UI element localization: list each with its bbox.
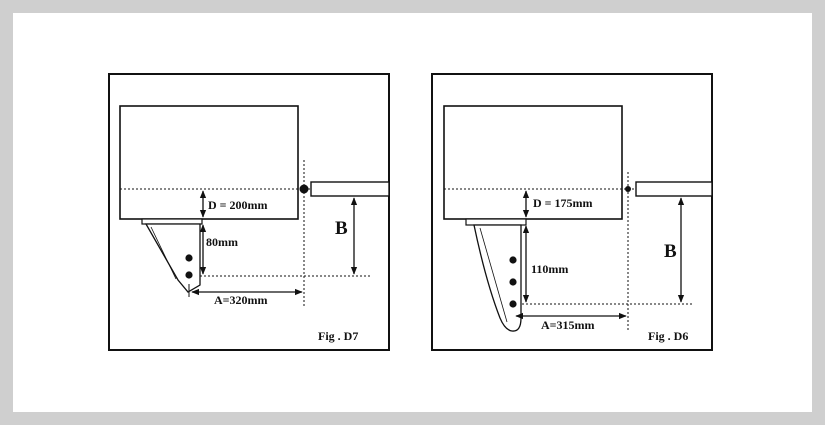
figure-frame bbox=[108, 73, 390, 351]
height-label: 110mm bbox=[531, 262, 568, 276]
a-label: A=315mm bbox=[541, 318, 595, 332]
hull-block bbox=[119, 105, 299, 220]
b-label: B bbox=[335, 218, 348, 239]
hull-block bbox=[443, 105, 623, 220]
pivot-dot bbox=[299, 184, 309, 194]
mount-hole bbox=[185, 271, 193, 279]
support-bar bbox=[310, 181, 390, 197]
bracket bbox=[465, 218, 527, 332]
figure-d6: D = 175mm 110mm A=315mm B Fig . D6 bbox=[431, 73, 713, 351]
figure-caption: Fig . D7 bbox=[318, 329, 358, 343]
support-bar bbox=[635, 181, 713, 197]
mount-hole bbox=[509, 278, 517, 286]
figure-caption: Fig . D6 bbox=[648, 329, 688, 343]
figure-frame bbox=[431, 73, 713, 351]
mount-hole bbox=[185, 254, 193, 262]
d-label: D = 200mm bbox=[208, 198, 268, 212]
d-label: D = 175mm bbox=[533, 196, 593, 210]
a-label: A=320mm bbox=[214, 293, 268, 307]
b-label: B bbox=[664, 241, 677, 262]
pivot-dot bbox=[625, 186, 631, 192]
figure-d7: D = 200mm 80mm A=320mm B Fig . D7 bbox=[108, 73, 390, 351]
height-label: 80mm bbox=[206, 235, 238, 249]
bracket bbox=[141, 218, 203, 293]
mount-hole bbox=[509, 300, 517, 308]
mount-hole bbox=[509, 256, 517, 264]
